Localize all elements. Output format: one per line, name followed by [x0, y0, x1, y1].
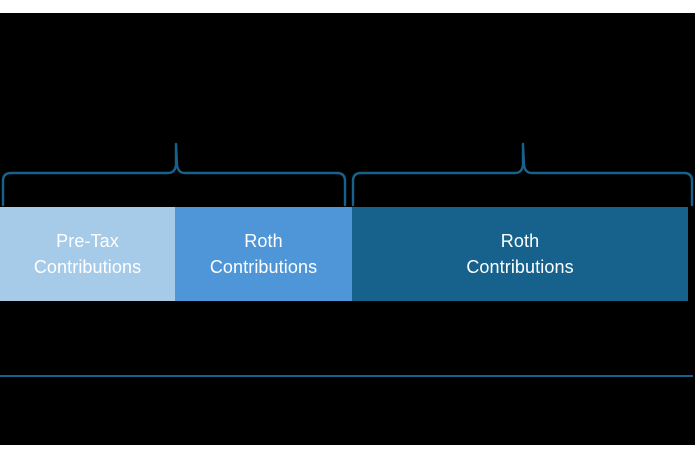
segment-roth-contributions-middle[interactable]: Roth Contributions — [175, 207, 352, 301]
segment-bar-spacer — [688, 207, 695, 301]
segment-label-line1: Roth — [244, 231, 283, 251]
right-brace-icon — [351, 142, 694, 207]
segment-label-line1: Pre-Tax — [56, 231, 119, 251]
segment-label-line2: Contributions — [466, 257, 574, 277]
segment-label-line1: Roth — [500, 231, 540, 251]
segment-roth-contributions-right[interactable]: Roth Contributions — [352, 207, 688, 301]
baseline-rule — [0, 375, 693, 377]
figure-stage: Pre-Tax Contributions Roth Contributions… — [0, 13, 695, 445]
segment-label-line2: Contributions — [209, 257, 318, 277]
segment-bar: Pre-Tax Contributions Roth Contributions… — [0, 207, 695, 301]
segment-label-line2: Contributions — [33, 257, 142, 277]
left-brace-icon — [1, 142, 347, 207]
segment-pre-tax-contributions[interactable]: Pre-Tax Contributions — [0, 207, 175, 301]
